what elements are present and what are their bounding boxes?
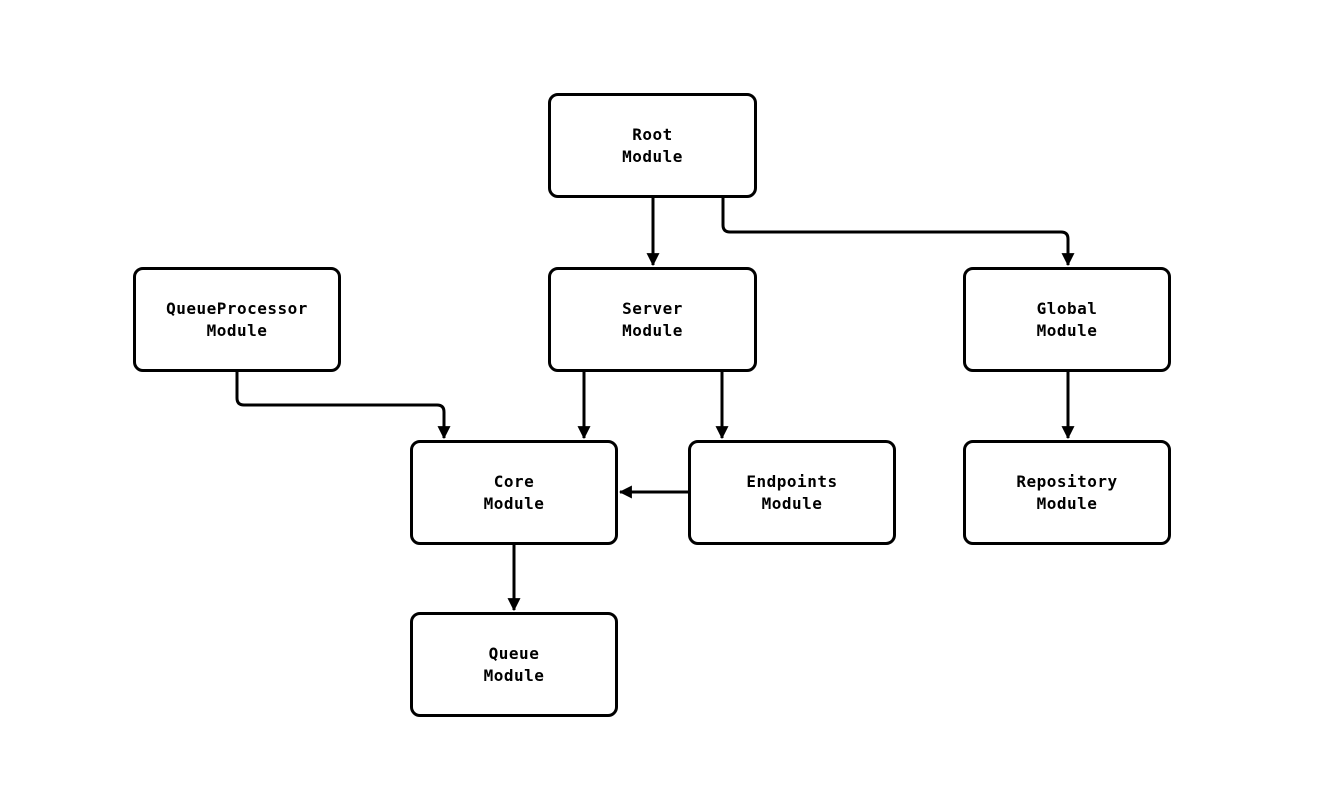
node-endpoints-module-label: Endpoints Module — [746, 471, 838, 513]
node-global-module-label: Global Module — [1036, 298, 1098, 340]
node-queue-module-label: Queue Module — [483, 643, 545, 685]
node-server-module-label: Server Module — [622, 298, 683, 340]
node-root-module-label: Root Module — [622, 124, 683, 166]
node-queue-module: Queue Module — [410, 612, 618, 717]
node-repository-module: Repository Module — [963, 440, 1171, 545]
node-root-module: Root Module — [548, 93, 757, 198]
node-core-module-label: Core Module — [483, 471, 545, 513]
edge-root-to-global — [721, 198, 1075, 267]
node-queueprocessor-module-label: QueueProcessor Module — [166, 298, 308, 340]
node-global-module: Global Module — [963, 267, 1171, 372]
node-server-module: Server Module — [548, 267, 757, 372]
edge-queueprocessor-to-core — [235, 372, 451, 440]
node-core-module: Core Module — [410, 440, 618, 545]
node-endpoints-module: Endpoints Module — [688, 440, 896, 545]
node-repository-module-label: Repository Module — [1016, 471, 1118, 513]
node-queueprocessor-module: QueueProcessor Module — [133, 267, 341, 372]
